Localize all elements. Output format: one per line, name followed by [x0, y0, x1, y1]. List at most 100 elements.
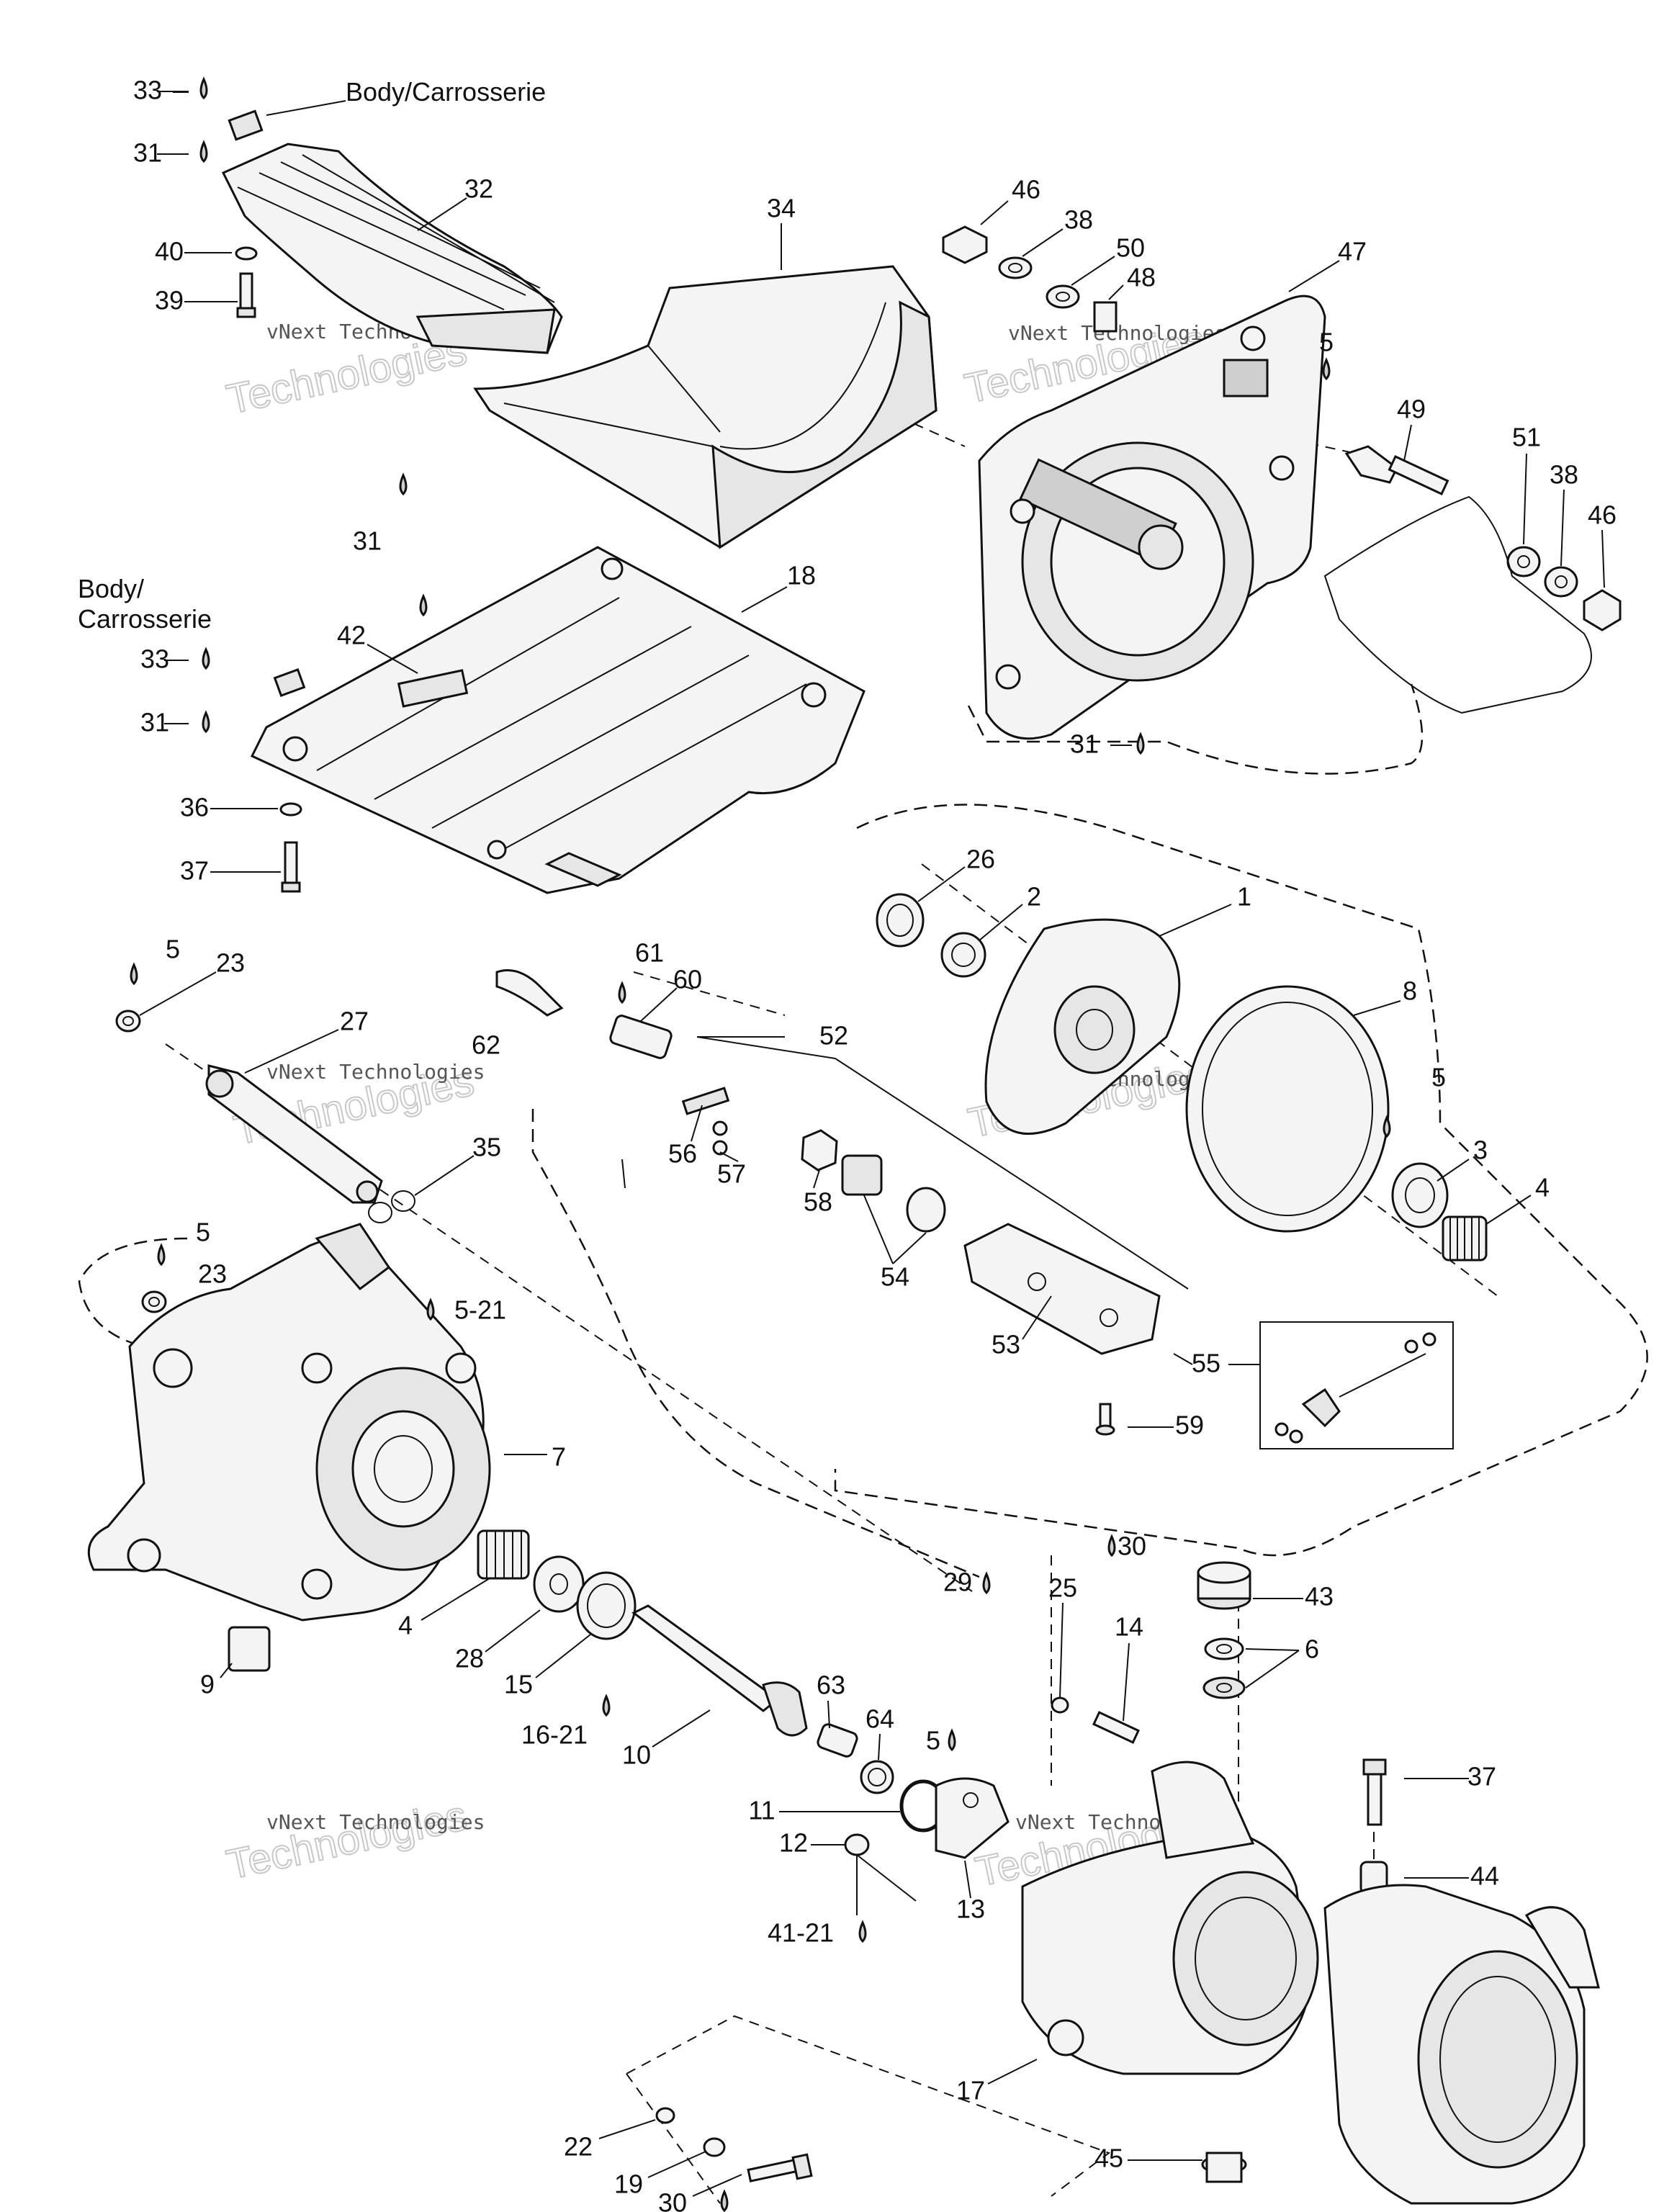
callout-number: 51	[1512, 423, 1541, 452]
part-40-washer	[235, 246, 258, 261]
callout-number: 64	[866, 1704, 894, 1734]
part-49-bolt	[1344, 445, 1449, 495]
part-36-washer	[279, 802, 302, 817]
callout-number: 36	[180, 793, 209, 822]
oil-drop-icon	[982, 1571, 991, 1595]
part-64-spring	[860, 1760, 894, 1794]
part-62-clip	[495, 969, 564, 1017]
nozzle	[1323, 1884, 1600, 2205]
oil-drop-icon	[618, 981, 626, 1004]
callout-number: 31	[353, 526, 382, 556]
oil-drop-icon	[199, 76, 208, 100]
body-label-mid-line2: Carrosserie	[78, 604, 212, 634]
part-33-rivet-mid	[273, 668, 306, 697]
part-58-nut	[801, 1129, 838, 1172]
callout-number: 37	[1467, 1762, 1496, 1791]
part-18-ride-plate	[250, 546, 866, 894]
watermark-small-text: vNext Technologies	[1008, 321, 1226, 345]
part-35-orings	[368, 1190, 415, 1223]
callout-number: 63	[817, 1671, 845, 1700]
oil-drop-icon	[202, 647, 210, 670]
part-9-plug	[228, 1626, 271, 1672]
oil-drop-icon	[1382, 1115, 1391, 1138]
part-56-clip	[681, 1087, 730, 1115]
part-48-stud	[1093, 301, 1118, 333]
callout-number: 4	[398, 1611, 413, 1640]
part-6-washers	[1202, 1637, 1246, 1699]
dashed-outline-housing	[78, 1237, 188, 1348]
callout-number: 1	[1237, 882, 1251, 912]
part-42-pad	[397, 669, 469, 708]
callout-number: 49	[1397, 395, 1426, 424]
callout-number: 15	[504, 1670, 533, 1699]
part-14-bolt	[1092, 1711, 1140, 1744]
part-55-kit-box	[1259, 1321, 1454, 1449]
part-54-fittings	[841, 1154, 946, 1233]
callout-number: 22	[564, 2132, 593, 2162]
callout-number: 55	[1192, 1349, 1220, 1378]
part-46-nut-right	[1583, 589, 1622, 631]
leader-lines	[139, 91, 1605, 2197]
part-3-seal	[1391, 1162, 1449, 1228]
body-label-top: Body/Carrosserie	[346, 77, 546, 107]
dashed-line-61	[633, 971, 786, 1016]
part-23-washer-left	[141, 1290, 167, 1313]
watermark-5: Technologies vNext Technologies	[222, 1791, 485, 1889]
oil-drop-icon	[1136, 732, 1145, 755]
callout-number: 3	[1473, 1136, 1488, 1165]
dashed-outline-upper-group	[834, 804, 1648, 1557]
callout-number: 25	[1048, 1573, 1077, 1603]
callout-number: 5	[196, 1218, 210, 1247]
part-46-nut-top	[942, 225, 988, 264]
oil-drop-icon	[1322, 357, 1331, 381]
callout-number: 14	[1115, 1612, 1143, 1642]
oil-drop-icon	[602, 1694, 611, 1717]
callout-number: 45	[1094, 2144, 1123, 2173]
part-25-washer	[1051, 1696, 1069, 1714]
callout-number: 31	[140, 708, 169, 737]
callout-number: 41-21	[768, 1918, 834, 1948]
callout-number: 18	[787, 561, 816, 590]
part-23-washer-top	[115, 1010, 141, 1033]
part-15-thrust-bearing	[576, 1571, 637, 1640]
callout-number: 31	[1070, 729, 1099, 759]
callout-number: 33	[133, 76, 162, 105]
callout-number: 10	[622, 1740, 651, 1770]
callout-number: 5	[1319, 328, 1334, 357]
oil-drop-icon	[858, 1920, 867, 1943]
callout-number: 52	[819, 1021, 848, 1051]
part-2-bushing	[940, 932, 986, 978]
watermark-big-text: Technologies	[222, 1792, 471, 1889]
watermark-small-text: vNext Technologies	[266, 1810, 485, 1834]
callout-number: 34	[767, 194, 796, 223]
part-38-washer-top	[998, 256, 1033, 279]
callout-number-layer: 3331324039344638504847549513846311842333…	[133, 76, 1617, 2212]
part-33-rivet-top	[228, 109, 264, 141]
hull-fragment	[1323, 495, 1592, 714]
callout-number: 9	[200, 1670, 215, 1699]
part-37-bolt-lower	[1362, 1758, 1387, 1826]
callout-number: 13	[956, 1894, 985, 1924]
callout-number: 62	[472, 1030, 500, 1060]
body-labels: Body/Carrosserie Body/ Carrosserie	[78, 77, 546, 634]
callout-number: 46	[1588, 500, 1617, 530]
dashed-outline-bottom	[626, 2015, 1111, 2204]
part-63-sleeve	[817, 1723, 858, 1758]
callout-number: 5-21	[454, 1295, 506, 1325]
callout-number: 46	[1012, 175, 1040, 204]
oil-drop-icon	[130, 962, 138, 986]
callout-number: 23	[198, 1259, 227, 1289]
dashed-outline-left-group	[531, 1109, 980, 1578]
callout-number: 17	[956, 2076, 985, 2105]
part-13-cone	[935, 1777, 1010, 1859]
oil-drop-icon	[202, 710, 210, 734]
callout-number: 31	[133, 138, 162, 168]
part-60-connector	[609, 1015, 673, 1059]
callout-number: 30	[1118, 1532, 1146, 1561]
dashed-outline-plate	[967, 683, 1424, 775]
callout-number: 8	[1403, 976, 1417, 1006]
callout-number: 12	[779, 1828, 808, 1858]
callout-number: 7	[552, 1442, 566, 1472]
callout-number: 56	[668, 1139, 697, 1169]
